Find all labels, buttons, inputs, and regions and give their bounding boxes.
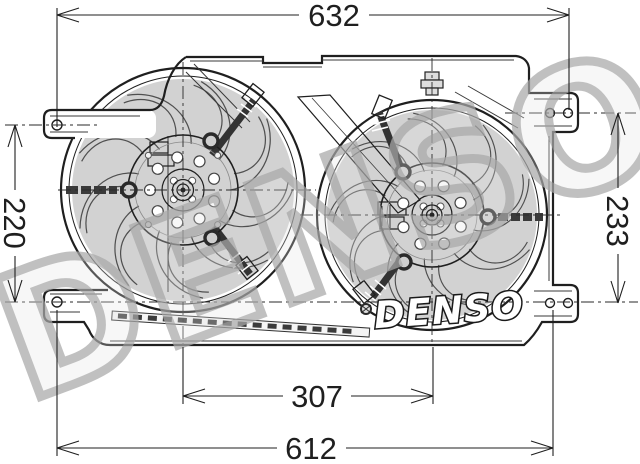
fan-shroud-outline — [42, 54, 580, 347]
dim-arrow-icons — [7, 124, 23, 303]
dim-arrow-icons — [182, 388, 434, 404]
denso-part-logo: DENSO — [373, 284, 526, 337]
left-fan-motor-hub — [66, 82, 265, 281]
dim-arrow-icons — [56, 440, 554, 456]
denso-watermark: DENSO — [0, 9, 640, 440]
dimension-233-label: 233 — [600, 195, 635, 247]
dimension-307: 307 — [182, 347, 434, 414]
bottom-trim-strip — [111, 310, 371, 338]
dimension-632: 632 — [56, 0, 570, 127]
dimension-220: 220 — [0, 124, 32, 303]
dimension-612: 612 — [56, 310, 554, 464]
right-hub-bolt-circle — [397, 180, 467, 250]
center-lines — [5, 58, 638, 345]
dim-arrow-icons — [610, 112, 626, 304]
center-brace — [296, 94, 421, 214]
dimension-612-label: 612 — [285, 431, 337, 464]
left-hub-bolt-circle — [143, 151, 221, 229]
dim-arrow-icons — [56, 7, 570, 23]
dimension-307-label: 307 — [291, 379, 343, 414]
strip-end-screw — [360, 303, 372, 315]
dimension-233: 233 — [600, 112, 635, 304]
left-hub-plate-screws — [144, 151, 222, 229]
dimension-220-label: 220 — [0, 197, 32, 249]
dimension-632-label: 632 — [308, 0, 360, 33]
right-hub-band — [498, 213, 543, 221]
